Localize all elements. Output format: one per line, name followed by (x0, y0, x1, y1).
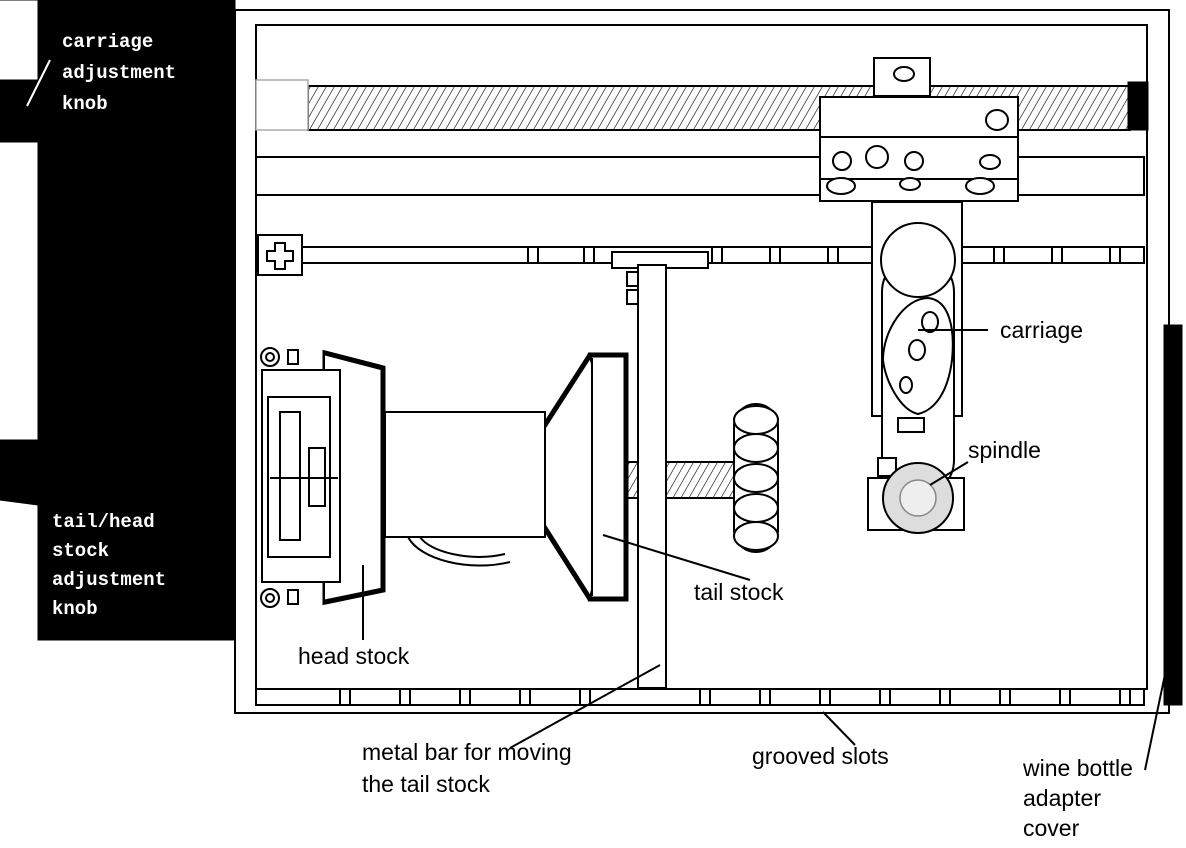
carriage-bolt (865, 145, 889, 169)
leader-line (509, 664, 661, 749)
carriage-knob-label-line: knob (62, 93, 108, 115)
rod-right-end (1127, 81, 1149, 131)
grooved-slots-label: grooved slots (752, 743, 889, 769)
head-stock-cable (407, 536, 511, 567)
wine-cover-label-line: wine bottle (1022, 755, 1133, 781)
groove-slot (1109, 246, 1121, 264)
head-stock-label: head stock (298, 643, 410, 669)
head-stock-bolt (265, 593, 275, 603)
tailhead-knob-label-line: stock (52, 540, 109, 562)
knob-ridge (733, 433, 779, 463)
carriage-label: carriage (1000, 317, 1083, 343)
metal-bar-label: metal bar for moving the tail stock (362, 739, 578, 797)
bottom-grooves (339, 688, 1131, 706)
leader-line (822, 711, 856, 746)
groove-slot (819, 688, 831, 706)
groove-slot (769, 246, 781, 264)
groove-slot (711, 246, 723, 264)
wine-cover-label: wine bottle adapter cover (1022, 755, 1139, 841)
groove-slot (1059, 688, 1071, 706)
carriage-wheel (965, 177, 995, 195)
carriage-bolt (893, 66, 915, 82)
carriage-bolt (908, 339, 926, 361)
tail-stock-label: tail stock (694, 579, 784, 605)
carriage-link (877, 457, 897, 477)
carriage-knob-label-line: carriage (62, 31, 153, 53)
metal-bar-label-line: the tail stock (362, 771, 490, 797)
carriage-bolt (921, 311, 939, 333)
carriage-knob-label-line: adjustment (62, 62, 176, 84)
wine-cover-label-line: cover (1023, 815, 1080, 841)
metal-bar-stop (626, 271, 639, 287)
groove-slot (527, 246, 539, 264)
head-stock-body (384, 411, 546, 538)
cross-icon (266, 242, 294, 270)
tailhead-knob-label-line: tail/head (52, 511, 155, 533)
knob-ridge (733, 405, 779, 435)
carriage-bolt (832, 151, 852, 171)
groove-slot (993, 246, 1005, 264)
groove-slot (579, 688, 591, 706)
carriage-pulley (880, 222, 956, 298)
metal-bar-stop (626, 289, 639, 305)
tailhead-knob-label-line: knob (52, 598, 98, 620)
carriage-bolt (899, 376, 913, 394)
head-stock-tab (287, 349, 299, 365)
carriage-bolt (904, 151, 924, 171)
groove-slot (1051, 246, 1063, 264)
carriage-block (819, 96, 1019, 138)
spindle-label: spindle (968, 437, 1041, 463)
upper-grooves (527, 246, 1121, 264)
leader-line (26, 59, 51, 107)
groove-slot (459, 688, 471, 706)
knob-ridge (733, 463, 779, 493)
metal-bar-label-line: metal bar for moving (362, 739, 572, 765)
leader-line (29, 479, 69, 503)
rod-left-end (255, 79, 309, 131)
carriage-bolt (979, 154, 1001, 170)
left-knob-panel (0, 0, 236, 641)
groove-slot (519, 688, 531, 706)
groove-slot (583, 246, 595, 264)
groove-slot (827, 246, 839, 264)
head-stock-bolt (265, 352, 275, 362)
leader-line (602, 534, 751, 581)
leader-line (929, 461, 969, 486)
tailhead-knob-label-line: adjustment (52, 569, 166, 591)
carriage-knob-label: carriage adjustment knob (62, 31, 187, 115)
groove-slot (759, 688, 771, 706)
groove-slot (879, 688, 891, 706)
carriage-link (897, 417, 925, 433)
head-stock-slot (279, 411, 301, 541)
groove-slot (1119, 688, 1131, 706)
groove-slot (699, 688, 711, 706)
leader-line (1144, 659, 1169, 771)
spindle-core (899, 479, 937, 517)
carriage-wheel (826, 177, 856, 195)
wine-cover-label-line: adapter (1023, 785, 1101, 811)
knob-ridge (733, 521, 779, 551)
groove-slot (339, 688, 351, 706)
wine-bottle-adapter-cover (1163, 324, 1183, 706)
head-stock-tab (287, 589, 299, 605)
head-stock-cable (419, 536, 506, 558)
knob-ridge (733, 493, 779, 523)
carriage-bolt (985, 109, 1009, 131)
groove-slot (999, 688, 1011, 706)
carriage-wheel (899, 177, 921, 191)
metal-bar (637, 264, 667, 689)
tailhead-knob-label: tail/head stock adjustment knob (52, 511, 177, 620)
groove-slot (939, 688, 951, 706)
groove-slot (399, 688, 411, 706)
